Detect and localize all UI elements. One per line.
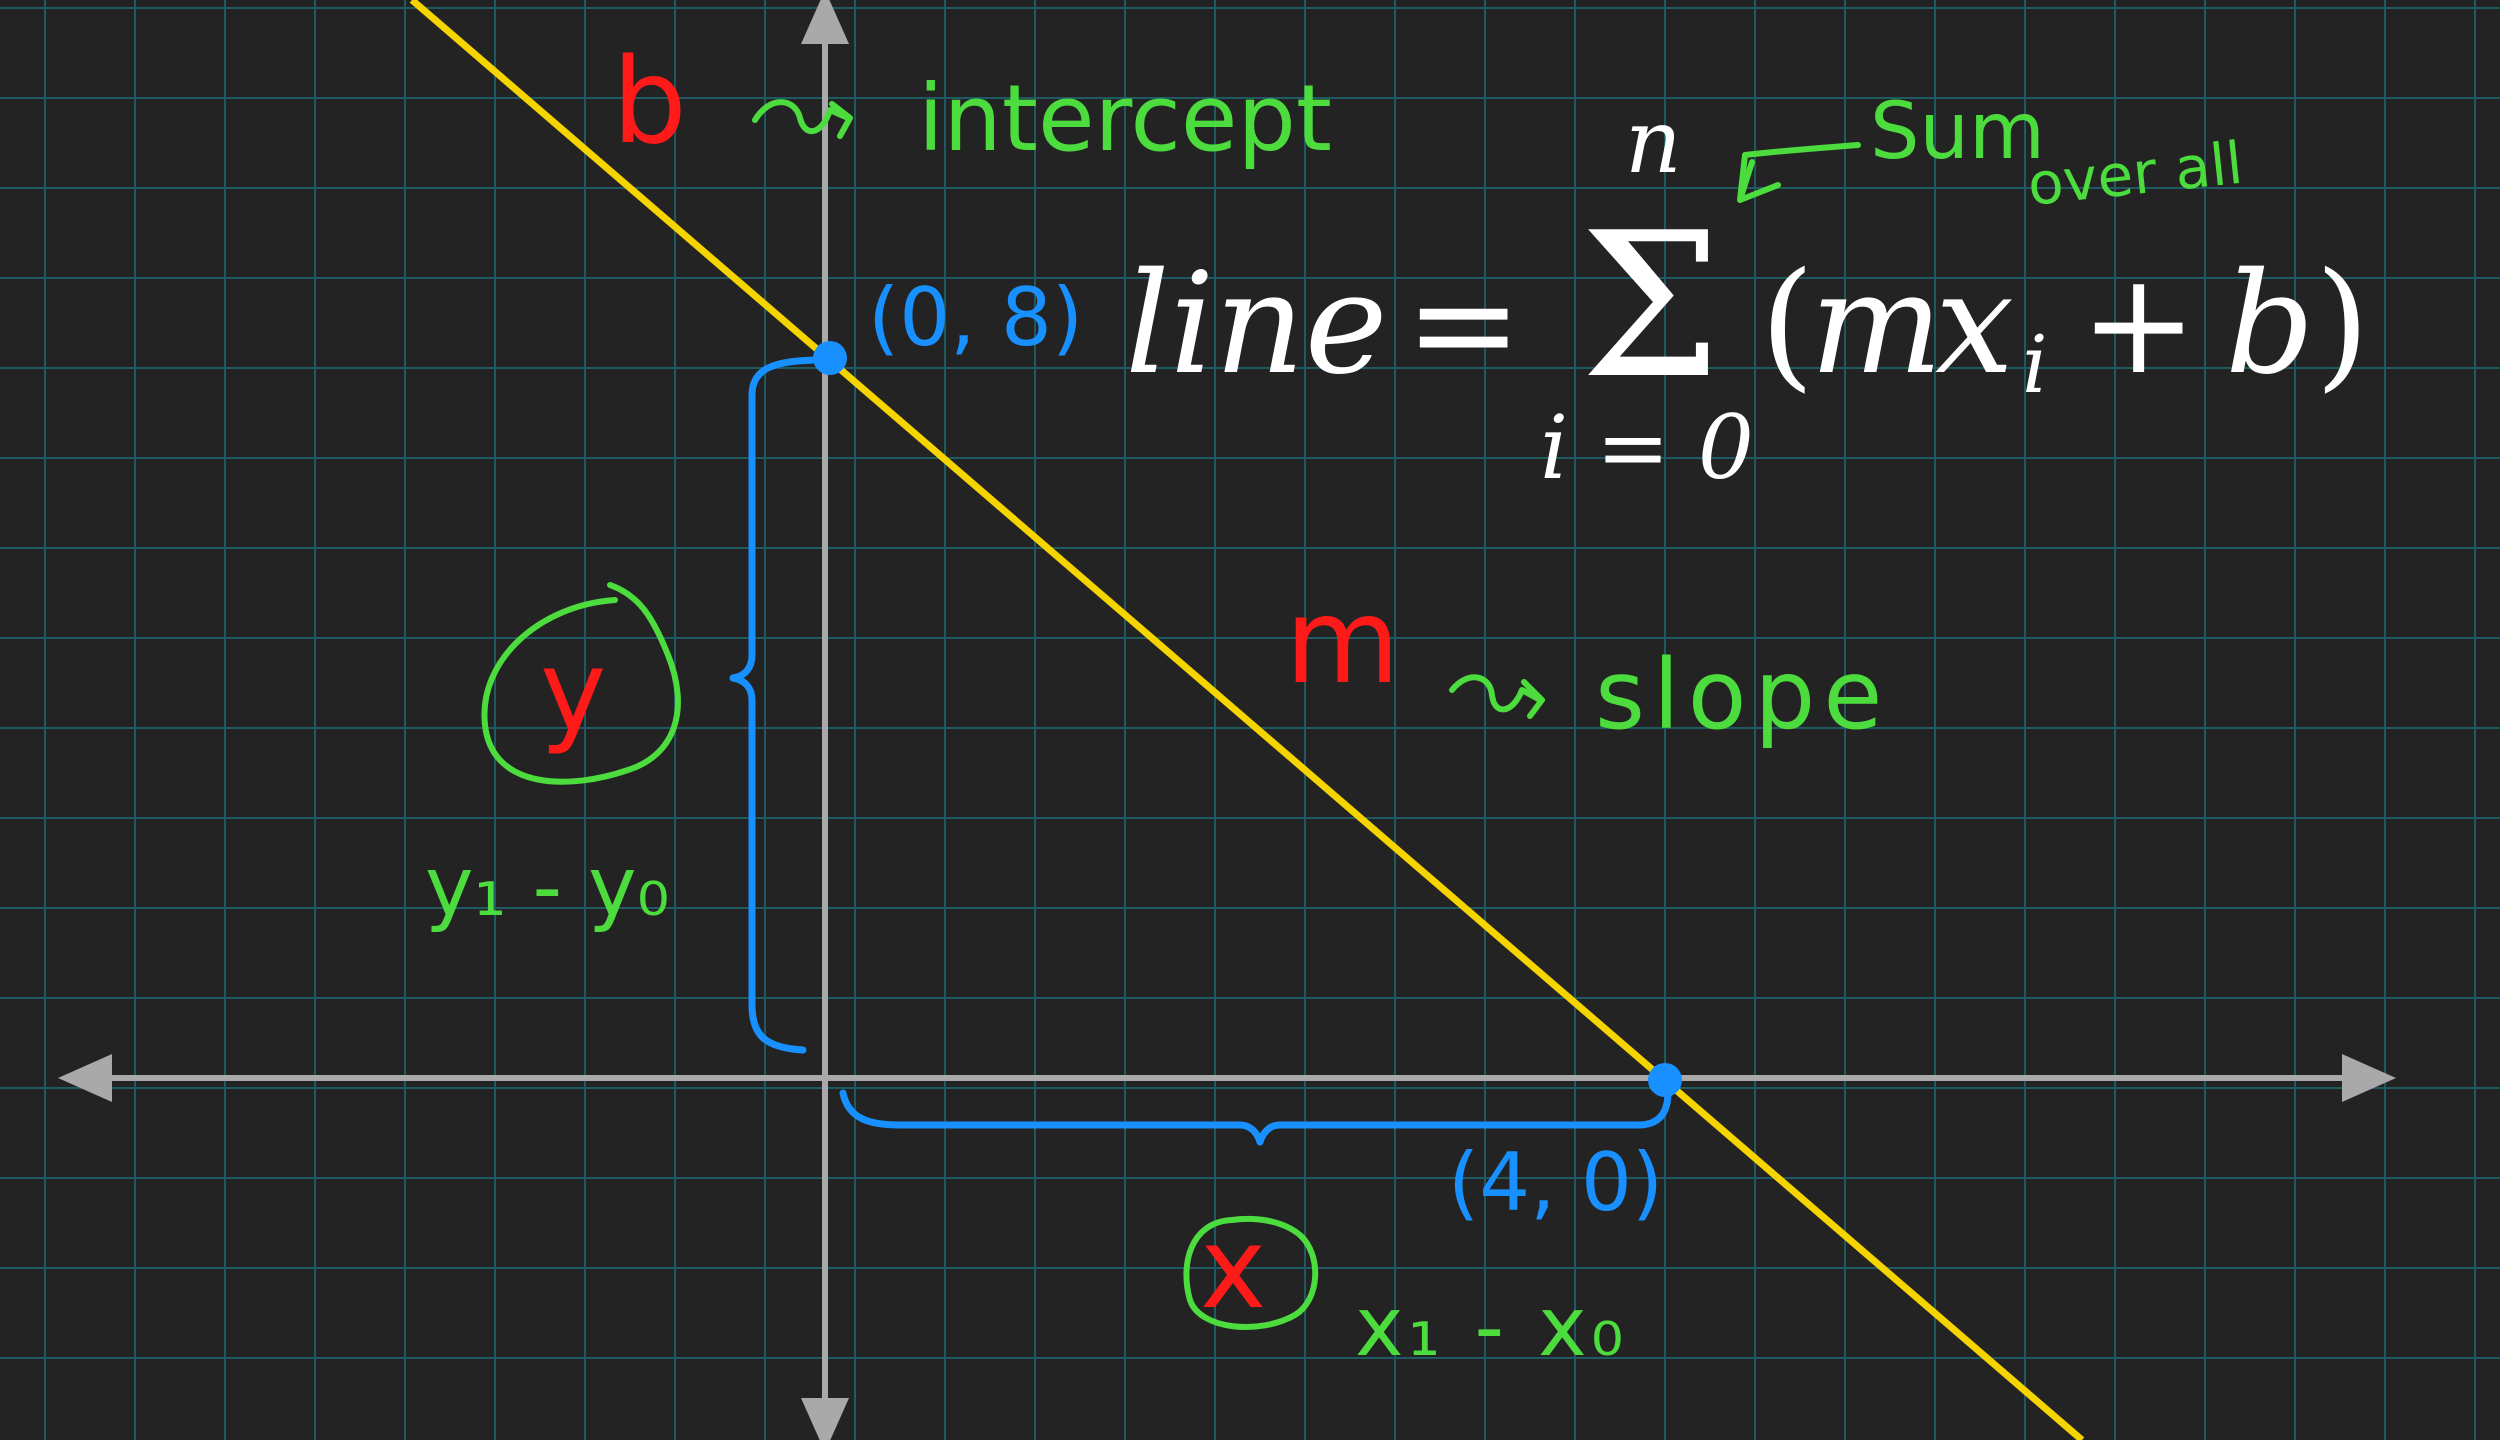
formula-lower-limit: i = 0 [1540, 396, 1754, 499]
sum-note: Sum [1870, 87, 2045, 177]
x-intercept-coordinate: (4, 0) [1448, 1136, 1663, 1229]
label-m: m [1285, 572, 1400, 710]
formula-open-paren: ( [1760, 243, 1815, 406]
slope-squiggle [1449, 674, 1545, 719]
formula-b: b [2225, 243, 2315, 406]
label-b: b [612, 32, 687, 170]
x-intercept-point [1648, 1063, 1682, 1097]
formula-plus: + [2080, 243, 2197, 406]
sum-arrow [1737, 142, 1861, 203]
x-circle [1183, 1215, 1319, 1330]
formula-m: m [1810, 243, 1943, 406]
formula-subscript: i [2022, 318, 2048, 411]
label-y: y [540, 627, 606, 757]
formula-lhs: line [1125, 243, 1388, 406]
formula-upper-limit: n [1625, 90, 1682, 193]
vertical-brace [729, 356, 826, 1054]
slope-note: slope [1595, 639, 1890, 751]
y-difference-note: y₁ - y₀ [425, 840, 670, 935]
regression-line [409, 0, 2085, 1440]
y-circle [481, 582, 681, 785]
horizontal-brace [839, 1088, 1672, 1146]
formula-equals: = [1405, 243, 1522, 406]
intercept-coordinate: (0, 8) [868, 271, 1083, 364]
intercept-squiggle [752, 99, 853, 139]
x-difference-note: x₁ - x₀ [1355, 1280, 1628, 1375]
formula-close-paren: ) [2315, 243, 2370, 406]
formula-sigma: Σ [1580, 190, 1721, 423]
intercept-note: intercept [918, 65, 1332, 172]
summation-formula: line = Σ n i = 0 ( m x i + b ) [1125, 90, 2370, 499]
formula-x: x [1935, 243, 2014, 406]
intercept-point [813, 341, 847, 375]
